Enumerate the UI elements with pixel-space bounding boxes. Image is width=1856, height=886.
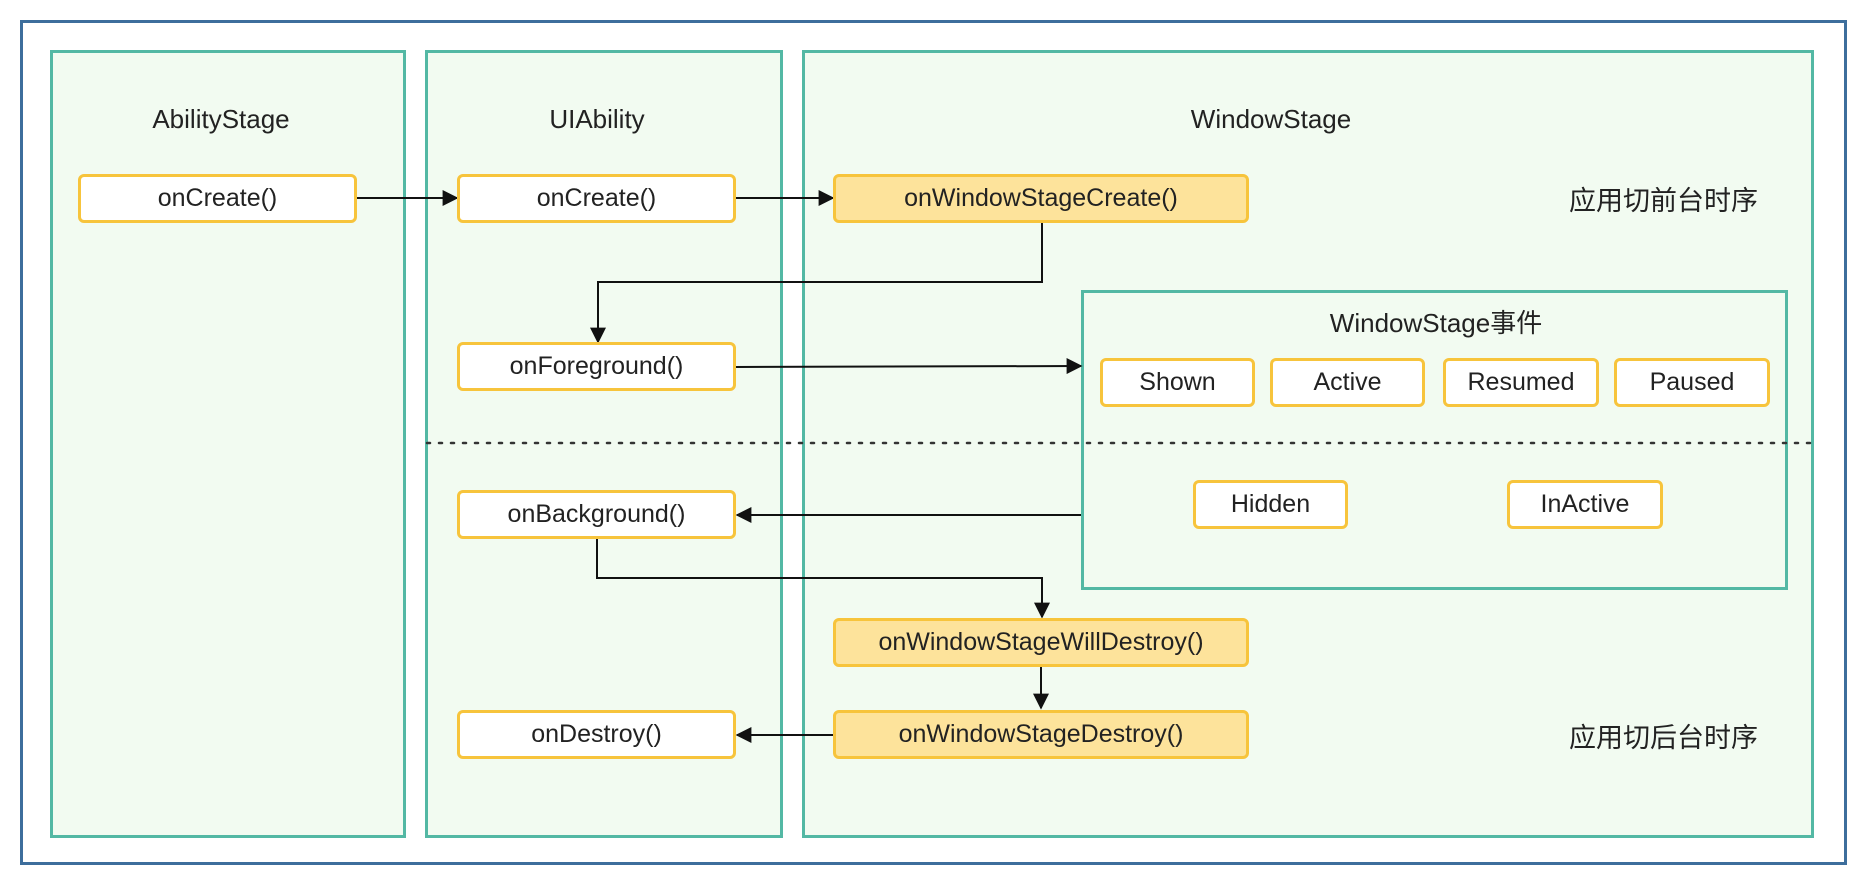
event-inactive-node: InActive [1507,480,1663,529]
foreground-sequence-note: 应用切前台时序 [1569,186,1758,217]
arrow-windowstage-create-to-foreground [590,222,1043,344]
uiability-ondestroy-node: onDestroy() [457,710,736,759]
event-hidden-node: Hidden [1193,480,1348,529]
windowstage-events-title: WindowStage事件 [1329,308,1543,338]
onwindowstagewilldestroy-node: onWindowStageWillDestroy() [833,618,1249,667]
arrow-foreground-to-events [734,358,1083,375]
uiability-oncreate-node: onCreate() [457,174,736,223]
abilitystage-title: AbilityStage [152,104,290,134]
onwindowstagedestroy-node: onWindowStageDestroy() [833,710,1249,759]
event-paused-node: Paused [1614,358,1770,407]
event-active-node: Active [1270,358,1425,407]
windowstage-events-box [1081,290,1788,590]
uiability-onbackground-node: onBackground() [457,490,736,539]
background-sequence-note: 应用切后台时序 [1569,723,1758,754]
arrow-background-to-will-destroy [596,539,1050,619]
uiability-title: UIAbility [549,104,645,134]
event-resumed-node: Resumed [1443,358,1599,407]
uiability-onforeground-node: onForeground() [457,342,736,391]
event-shown-node: Shown [1100,358,1255,407]
onwindowstagecreate-node: onWindowStageCreate() [833,174,1249,223]
abilitystage-oncreate-node: onCreate() [78,174,357,223]
windowstage-title: WindowStage [1190,104,1352,134]
